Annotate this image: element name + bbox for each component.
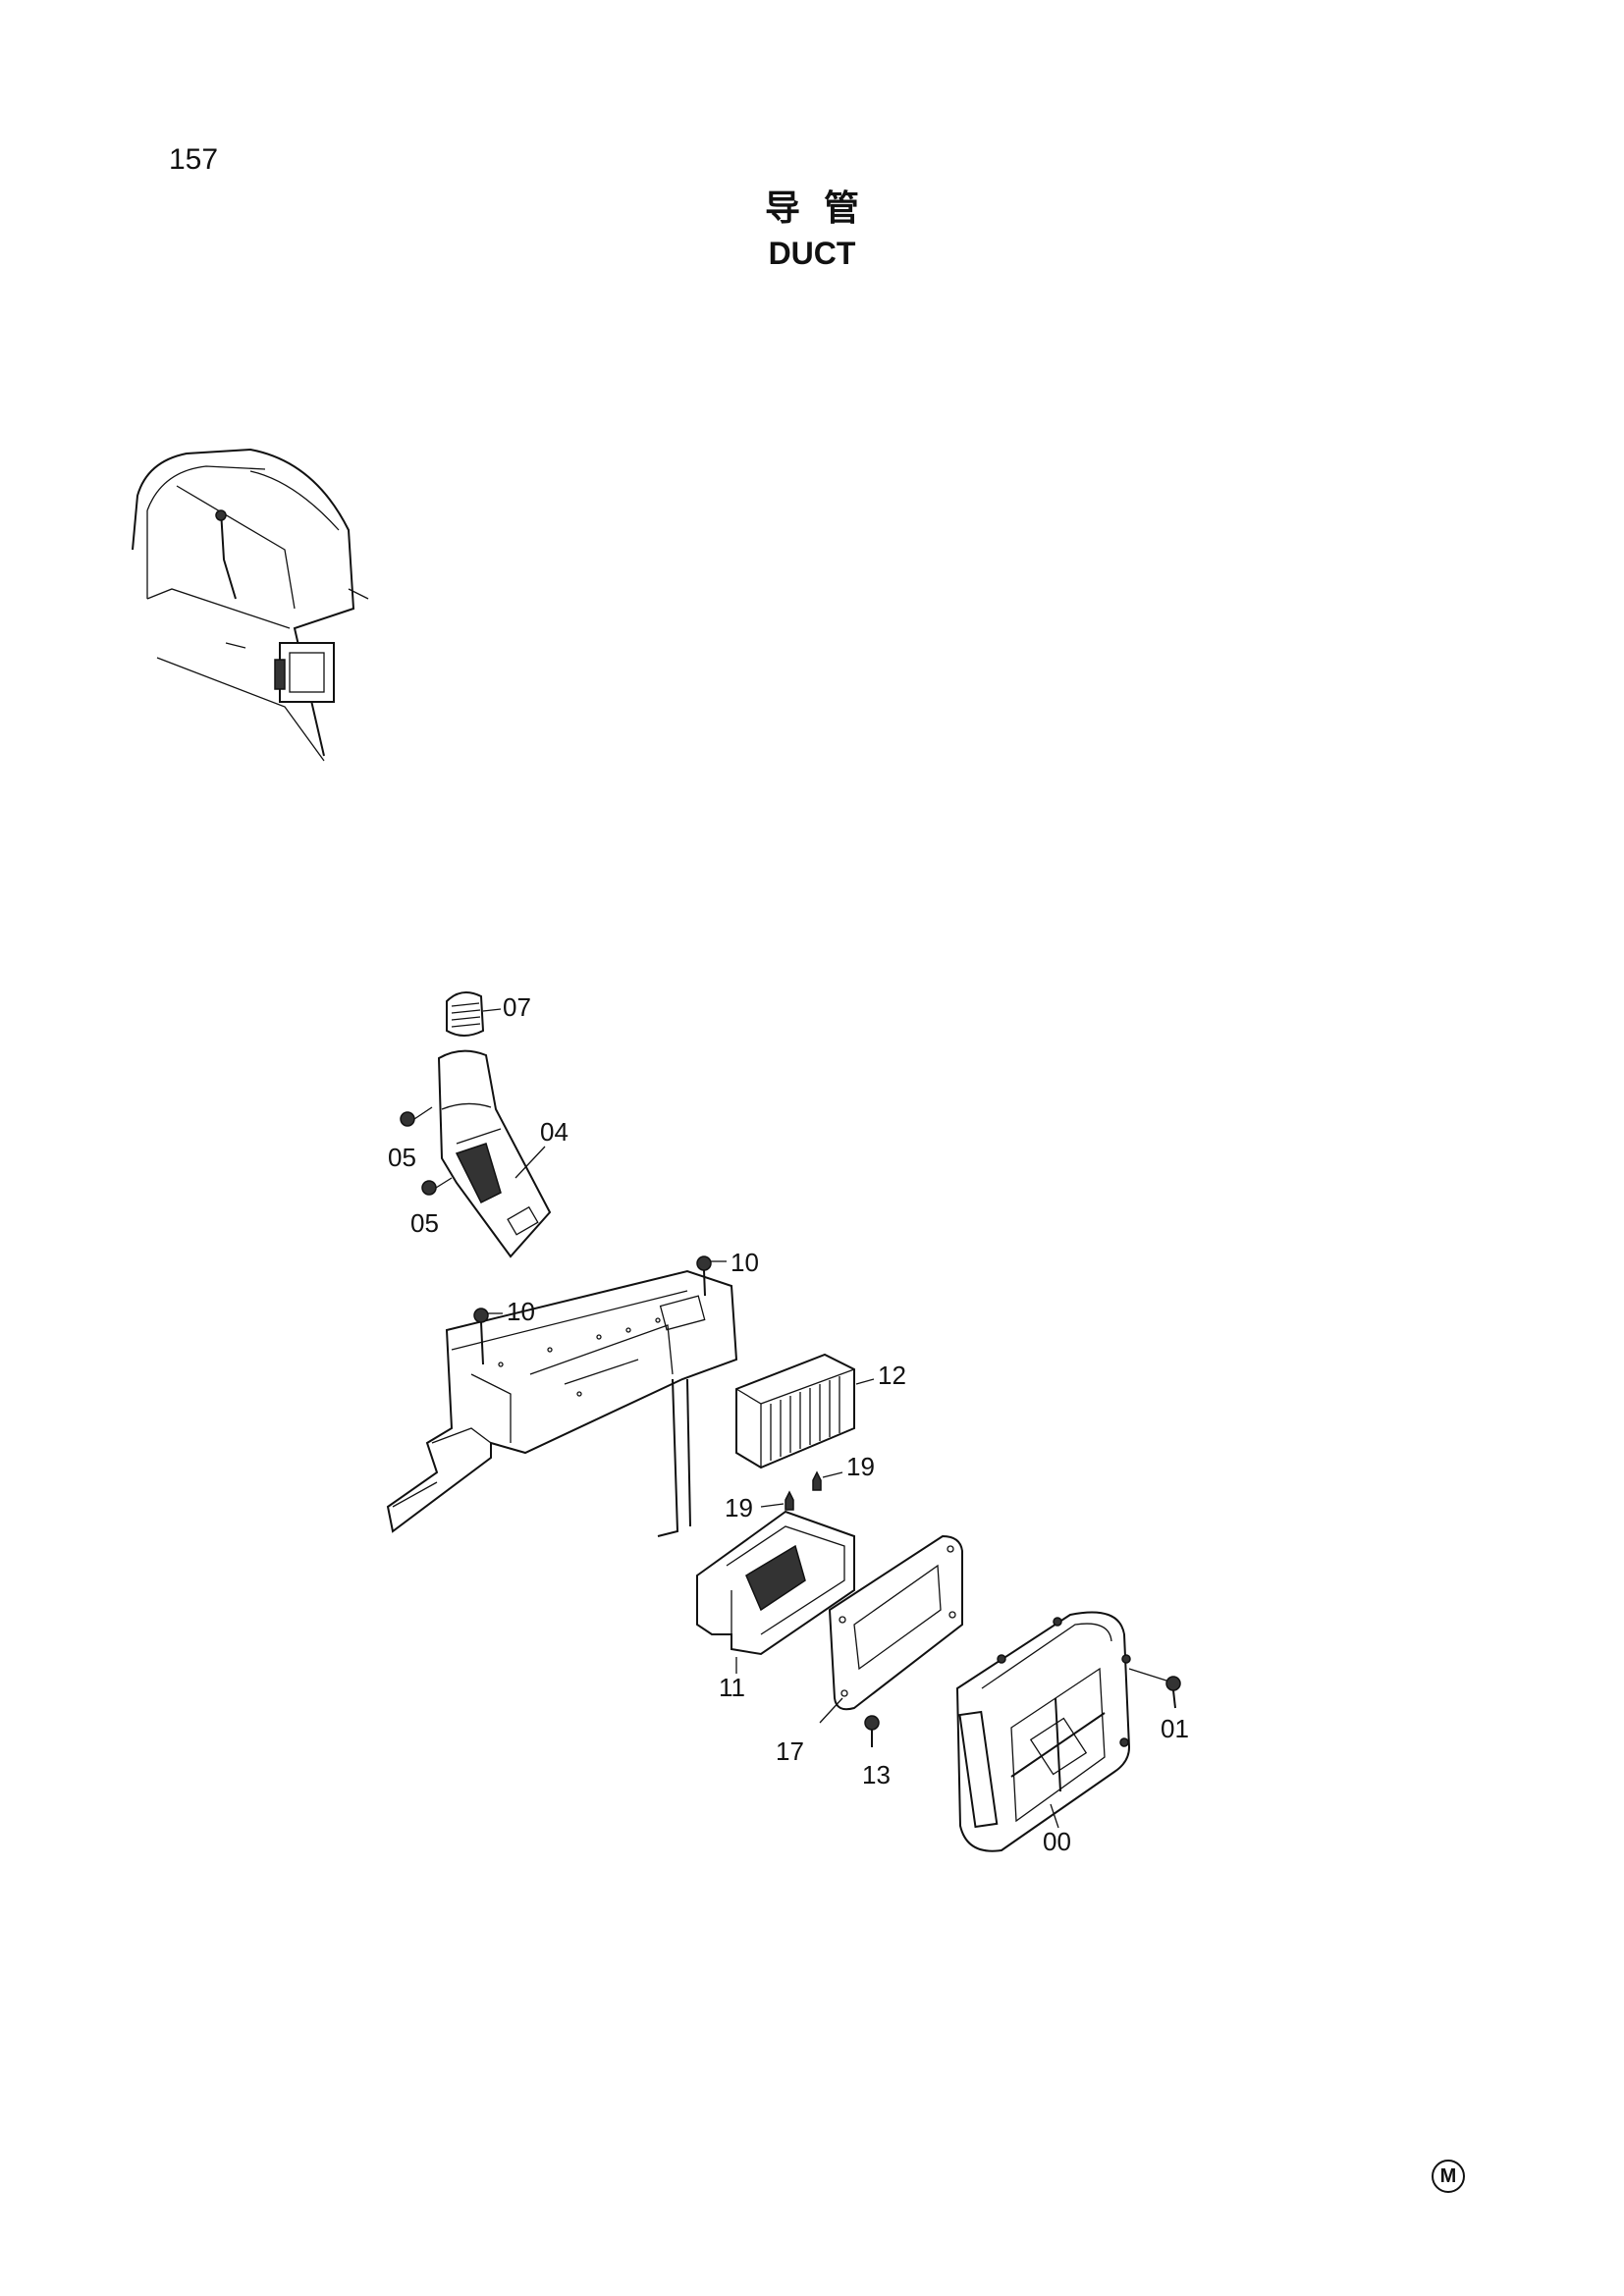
circled-m-mark: M <box>1432 2160 1465 2193</box>
part-04-duct <box>437 1049 552 1258</box>
callout-04: 04 <box>540 1117 568 1147</box>
callout-10-right: 10 <box>731 1248 759 1277</box>
callout-00: 00 <box>1043 1827 1071 1856</box>
part-11-case <box>696 1510 855 1674</box>
callout-01: 01 <box>1161 1714 1189 1743</box>
part-19-pins <box>760 1470 843 1511</box>
part-12-filter <box>735 1353 875 1469</box>
part-05-screws <box>400 1106 453 1196</box>
part-13-screw <box>864 1715 880 1747</box>
callout-17: 17 <box>776 1736 804 1766</box>
callout-10-left: 10 <box>507 1297 535 1326</box>
callout-19-right: 19 <box>846 1452 875 1481</box>
cab-locator-sketch <box>132 448 369 762</box>
callout-05-upper: 05 <box>388 1143 416 1172</box>
title-english: DUCT <box>768 236 856 271</box>
part-07-screen <box>446 991 502 1037</box>
callout-19-left: 19 <box>725 1493 753 1522</box>
callout-12: 12 <box>878 1361 906 1390</box>
callout-07: 07 <box>503 992 531 1022</box>
part-00-cover <box>955 1611 1131 1852</box>
part-01-screw <box>1128 1668 1181 1709</box>
callout-05-lower: 05 <box>410 1208 439 1238</box>
page-number: 157 <box>169 143 219 176</box>
title-chinese: 导管 <box>764 188 883 229</box>
part-frame-assembly <box>386 1255 738 1537</box>
callout-13: 13 <box>862 1760 891 1789</box>
callout-11: 11 <box>719 1673 745 1702</box>
part-17-gasket <box>819 1534 963 1724</box>
